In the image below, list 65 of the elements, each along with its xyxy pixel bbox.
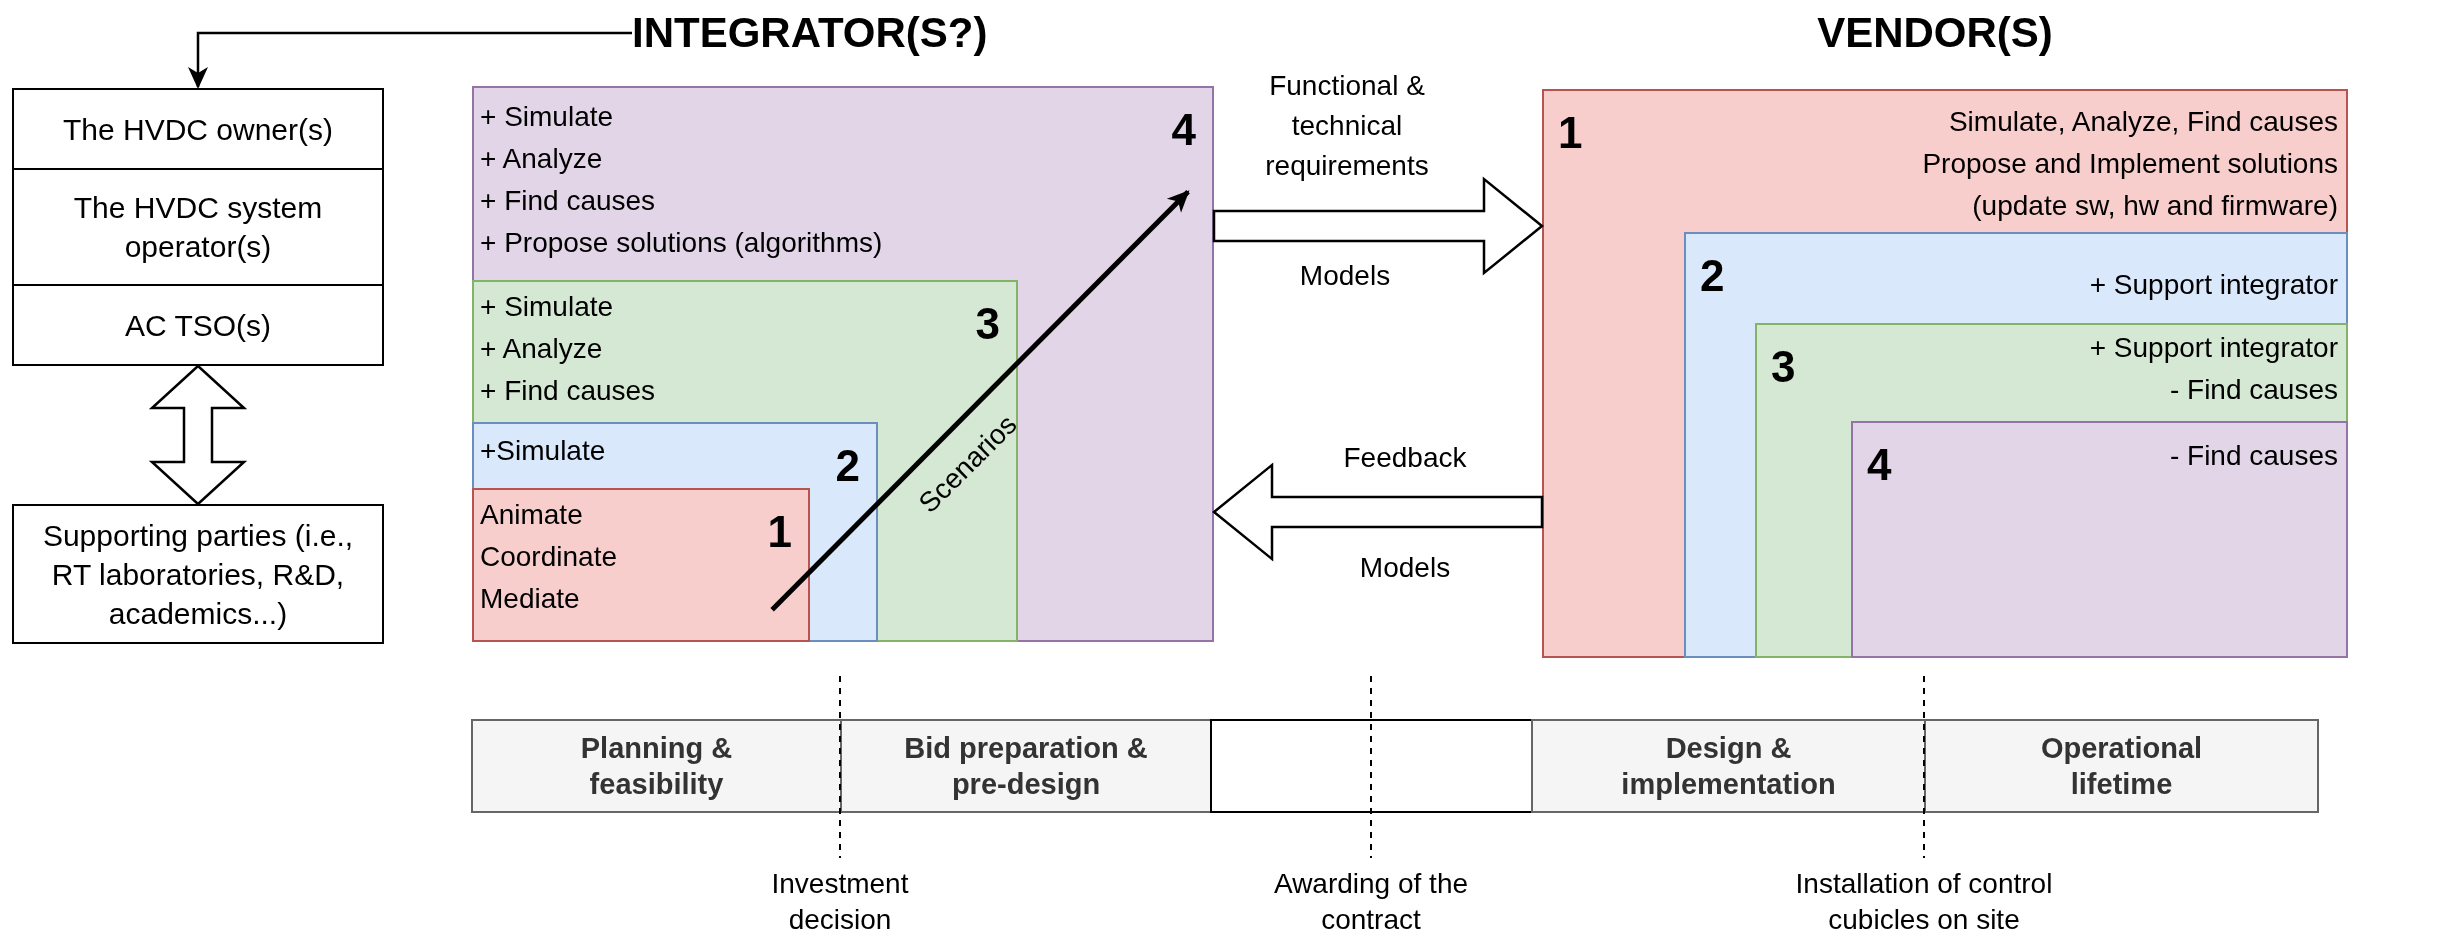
task-text: + Simulate [480, 290, 614, 324]
heading: VENDOR(S) [1817, 8, 2053, 58]
milestone-label: Installation of control cubicles on site [1794, 867, 2054, 937]
level-number: 3 [975, 302, 1000, 346]
role-box [472, 422, 878, 642]
level-number: 2 [835, 444, 860, 488]
phase-segment [840, 719, 1212, 813]
phase-segment [1531, 719, 1926, 813]
block-arrow [1212, 176, 1544, 276]
heading: INTEGRATOR(S?) [632, 9, 988, 56]
phase-segment [471, 719, 842, 813]
phase-label: Bid preparation & pre-design [903, 730, 1149, 802]
level-number: 2 [1700, 254, 1725, 298]
task-text: + Find causes [480, 374, 656, 408]
box-text: AC TSO(s) [124, 307, 272, 344]
task-text: + Propose solutions (algorithms) [480, 226, 883, 260]
phase-segment [1924, 719, 2319, 813]
level-number: 1 [1558, 111, 1583, 155]
role-box [1755, 323, 2348, 658]
stakeholder-box [12, 284, 384, 366]
double-block-arrow [148, 364, 248, 506]
stakeholder-box [12, 88, 384, 170]
role-box [1851, 421, 2348, 658]
level-number: 3 [1771, 345, 1796, 389]
box-text: The HVDC owner(s) [62, 111, 334, 148]
task-text: + Find causes [480, 184, 656, 218]
task-text: Coordinate [480, 540, 617, 574]
task-text: + Analyze [480, 142, 603, 176]
milestone-label: Investment decision [770, 867, 910, 937]
task-text: Animate [480, 498, 583, 532]
arrow-caption: Models [1299, 259, 1391, 293]
task-text: Mediate [480, 582, 580, 616]
task-text: - Find causes [2169, 373, 2338, 407]
phase-label: Planning & feasibility [579, 730, 734, 802]
role-box [472, 280, 1018, 642]
level-number: 4 [1867, 443, 1892, 487]
role-box [472, 86, 1214, 642]
task-text: (update sw, hw and firmware) [1972, 189, 2338, 223]
task-text: + Analyze [480, 332, 603, 366]
stakeholder-box [12, 504, 384, 644]
role-box [472, 488, 810, 642]
box-text: Supporting parties (i.e., RT laboratories, R&D, academics...) [41, 517, 355, 632]
arrow [188, 31, 632, 89]
task-text: + Support integrator [2089, 268, 2338, 302]
task-text: Propose and Implement solutions [1922, 147, 2338, 181]
phase-segment [1210, 719, 1533, 813]
task-text: Simulate, Analyze, Find causes [1948, 105, 2338, 139]
milestone-label: Awarding of the contract [1272, 867, 1470, 937]
role-box [1542, 89, 2348, 658]
role-box [1684, 232, 2348, 658]
phase-label: Operational lifetime [2039, 730, 2204, 802]
edge-label: Functional & technical requirements [1264, 69, 1430, 183]
stakeholder-box [12, 168, 384, 286]
level-number: 1 [767, 510, 792, 554]
block-arrow [1212, 462, 1544, 562]
edge-label: Feedback [1342, 441, 1468, 475]
level-number: 4 [1171, 108, 1196, 152]
arrow [770, 189, 1190, 612]
task-text: + Simulate [480, 100, 614, 134]
task-text: + Support integrator [2089, 331, 2338, 365]
box-text: The HVDC system operator(s) [72, 190, 324, 265]
phase-label: Design & implementation [1620, 730, 1837, 802]
task-text: +Simulate [480, 434, 606, 468]
arrow-caption: Models [1359, 551, 1451, 585]
task-text: - Find causes [2169, 439, 2338, 473]
